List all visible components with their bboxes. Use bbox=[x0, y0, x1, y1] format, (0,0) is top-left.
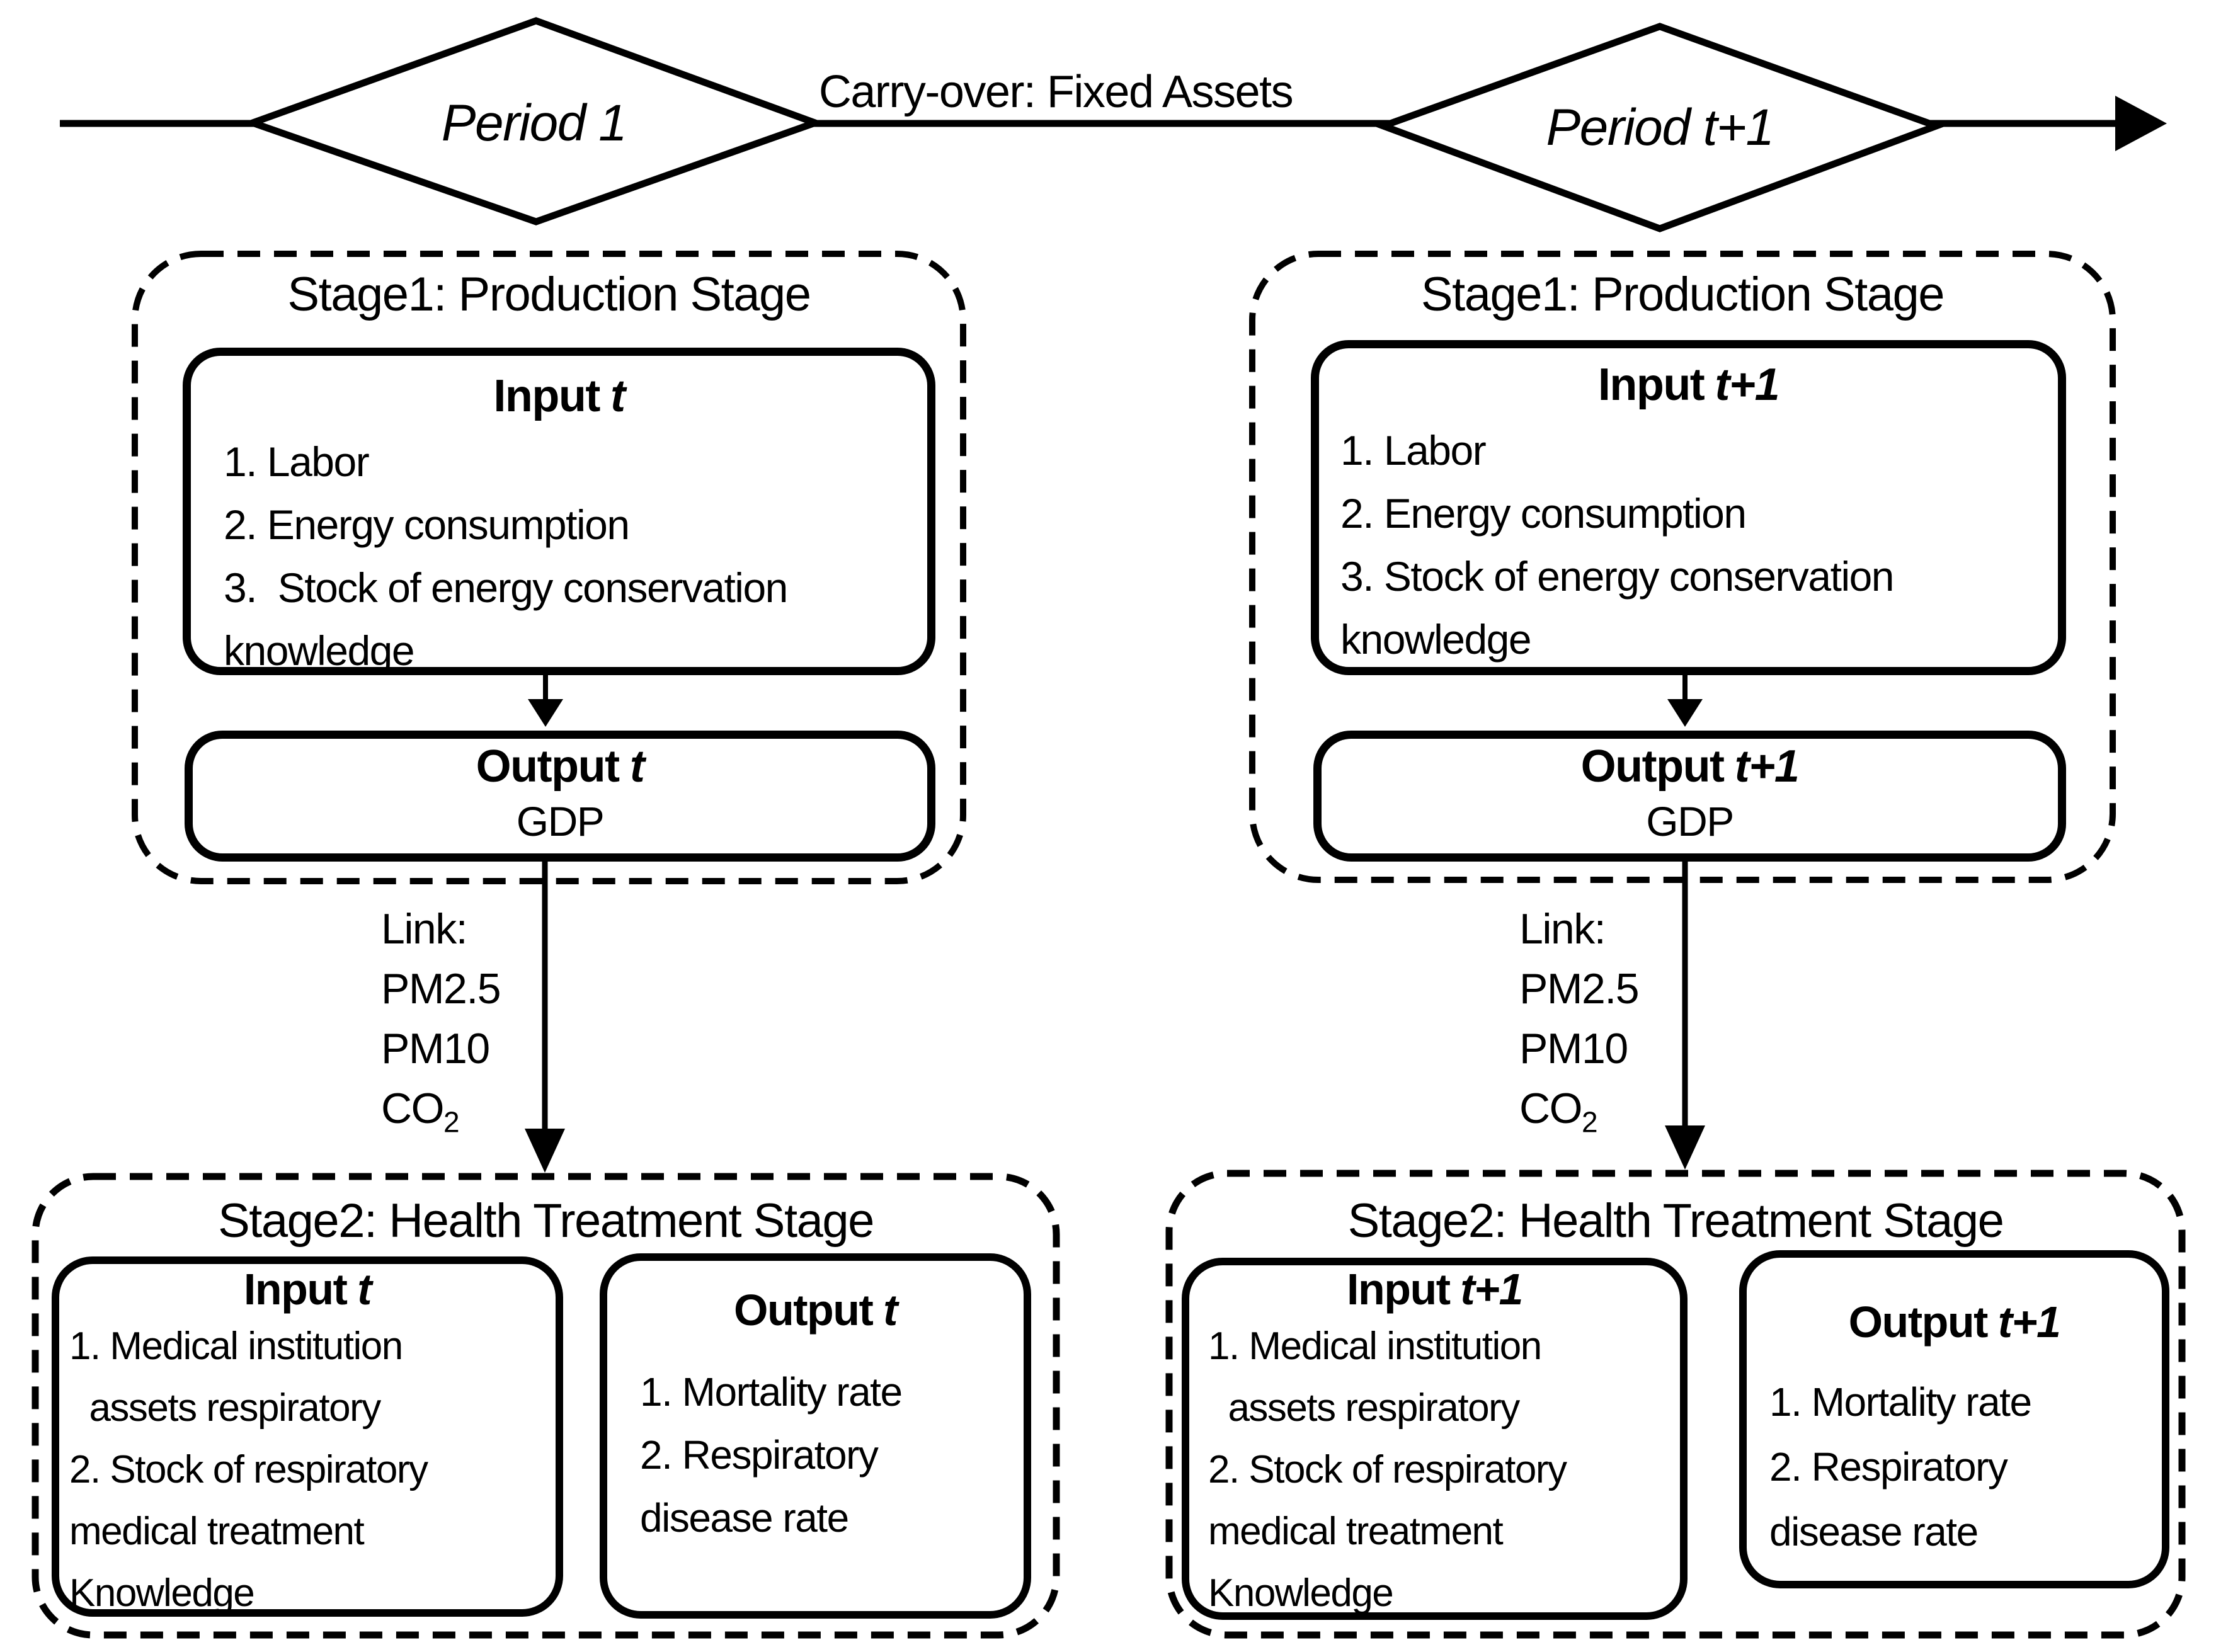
down-arrowhead-icon bbox=[1667, 699, 1703, 727]
output-item-list: 1. Mortality rate 2. Respiratory disease… bbox=[607, 1360, 1024, 1549]
list-item: medical treatment bbox=[1208, 1510, 1504, 1553]
header-prefix: Output bbox=[1848, 1297, 1989, 1347]
link-line: PM2.5 bbox=[1519, 965, 1640, 1013]
header-time-index: t+1 bbox=[1734, 741, 1800, 792]
header-time-index: t bbox=[883, 1285, 898, 1335]
list-item: knowledge bbox=[1340, 616, 1532, 663]
link-line: Link: bbox=[381, 905, 468, 953]
list-item: 2. Energy consumption bbox=[1340, 490, 1747, 537]
output-item-list: 1. Mortality rate 2. Respiratory disease… bbox=[1747, 1370, 2162, 1564]
header-prefix: Output bbox=[734, 1285, 874, 1335]
list-item: knowledge bbox=[224, 627, 415, 674]
list-item: 1. Medical institution bbox=[69, 1324, 403, 1368]
list-item: assets respiratory bbox=[69, 1386, 381, 1430]
timeline-arrowhead-icon bbox=[2115, 96, 2167, 151]
header-prefix: Input bbox=[1347, 1265, 1451, 1314]
arrow-gdp-to-stage2-period2 bbox=[1665, 862, 1705, 1170]
list-item: disease rate bbox=[1769, 1509, 1979, 1554]
list-item: 3. Stock of energy conservation bbox=[1340, 553, 1895, 600]
period-t1-label: Period t+1 bbox=[1546, 99, 1774, 156]
down-arrowhead-icon bbox=[525, 1129, 565, 1173]
header-time-index: t bbox=[610, 371, 625, 421]
link-line: PM10 bbox=[1519, 1025, 1628, 1073]
list-item: 2. Stock of respiratory bbox=[1208, 1448, 1567, 1491]
list-item: 1. Labor bbox=[1340, 427, 1487, 474]
link-line: PM10 bbox=[381, 1025, 490, 1073]
link-line-co2: CO2 bbox=[381, 1079, 500, 1153]
stage2-title-period2: Stage2: Health Treatment Stage bbox=[1347, 1194, 2004, 1248]
co2-base: CO bbox=[1519, 1085, 1583, 1132]
list-item: assets respiratory bbox=[1208, 1386, 1520, 1430]
input-item-list: 1. Labor 2. Energy consumption 3. Stock … bbox=[1319, 419, 2058, 671]
period-t1-diamond bbox=[1373, 23, 1947, 232]
output-value: GDP bbox=[1646, 798, 1734, 845]
co2-subscript: 2 bbox=[1582, 1105, 1598, 1139]
down-arrowhead-icon bbox=[1665, 1125, 1705, 1170]
list-item: medical treatment bbox=[69, 1510, 365, 1553]
header-time-index: t+1 bbox=[1460, 1265, 1523, 1314]
list-item: 1. Labor bbox=[224, 438, 370, 485]
header-time-index: t bbox=[357, 1265, 372, 1314]
list-item: 1. Mortality rate bbox=[1769, 1379, 2032, 1425]
header-prefix: Output bbox=[476, 741, 620, 792]
header-prefix: Input bbox=[493, 371, 600, 421]
link-line: PM2.5 bbox=[381, 965, 501, 1013]
carryover-label: Carry-over: Fixed Assets bbox=[818, 67, 1294, 117]
link-label-period2: Link: PM2.5 PM10 CO2 bbox=[1519, 899, 1640, 1153]
timeline bbox=[60, 17, 2167, 232]
list-item: 1. Medical institution bbox=[1208, 1324, 1542, 1368]
list-item: 2. Respiratory bbox=[1769, 1444, 2008, 1490]
period-1-label: Period 1 bbox=[441, 94, 627, 152]
list-item: 3. Stock of energy conservation bbox=[224, 564, 788, 611]
input-item-list: 1. Medical institution assets respirator… bbox=[1189, 1316, 1680, 1624]
header-time-index: t+1 bbox=[1997, 1297, 2061, 1347]
co2-base: CO bbox=[381, 1085, 445, 1132]
arrow-input-to-output-period1 bbox=[528, 674, 563, 727]
stage1-title-period2: Stage1: Production Stage bbox=[1420, 268, 1945, 321]
output-value: GDP bbox=[516, 798, 605, 845]
list-item: 1. Mortality rate bbox=[640, 1369, 903, 1415]
arrow-gdp-to-stage2-period1 bbox=[525, 862, 565, 1173]
header-prefix: Input bbox=[1597, 360, 1705, 410]
header-time-index: t bbox=[629, 741, 645, 792]
link-line-co2: CO2 bbox=[1519, 1079, 1638, 1153]
down-arrowhead-icon bbox=[528, 699, 563, 727]
list-item: Knowledge bbox=[69, 1571, 255, 1615]
link-line: Link: bbox=[1519, 905, 1606, 953]
header-time-index: t+1 bbox=[1715, 360, 1780, 410]
input-item-list: 1. Labor 2. Energy consumption 3. Stock … bbox=[191, 430, 927, 682]
arrow-input-to-output-period2 bbox=[1667, 674, 1703, 727]
stage1-title-period1: Stage1: Production Stage bbox=[287, 268, 811, 321]
period-1-diamond bbox=[242, 17, 826, 225]
header-prefix: Input bbox=[243, 1265, 348, 1314]
stage2-title-period1: Stage2: Health Treatment Stage bbox=[218, 1194, 874, 1248]
list-item: 2. Respiratory bbox=[640, 1432, 879, 1478]
list-item: disease rate bbox=[640, 1495, 849, 1541]
link-label-period1: Link: PM2.5 PM10 CO2 bbox=[381, 899, 501, 1153]
list-item: 2. Stock of respiratory bbox=[69, 1448, 428, 1491]
input-item-list: 1. Medical institution assets respirator… bbox=[59, 1316, 556, 1624]
co2-subscript: 2 bbox=[443, 1105, 460, 1139]
list-item: Knowledge bbox=[1208, 1571, 1394, 1615]
list-item: 2. Energy consumption bbox=[224, 501, 630, 548]
header-prefix: Output bbox=[1580, 741, 1725, 792]
